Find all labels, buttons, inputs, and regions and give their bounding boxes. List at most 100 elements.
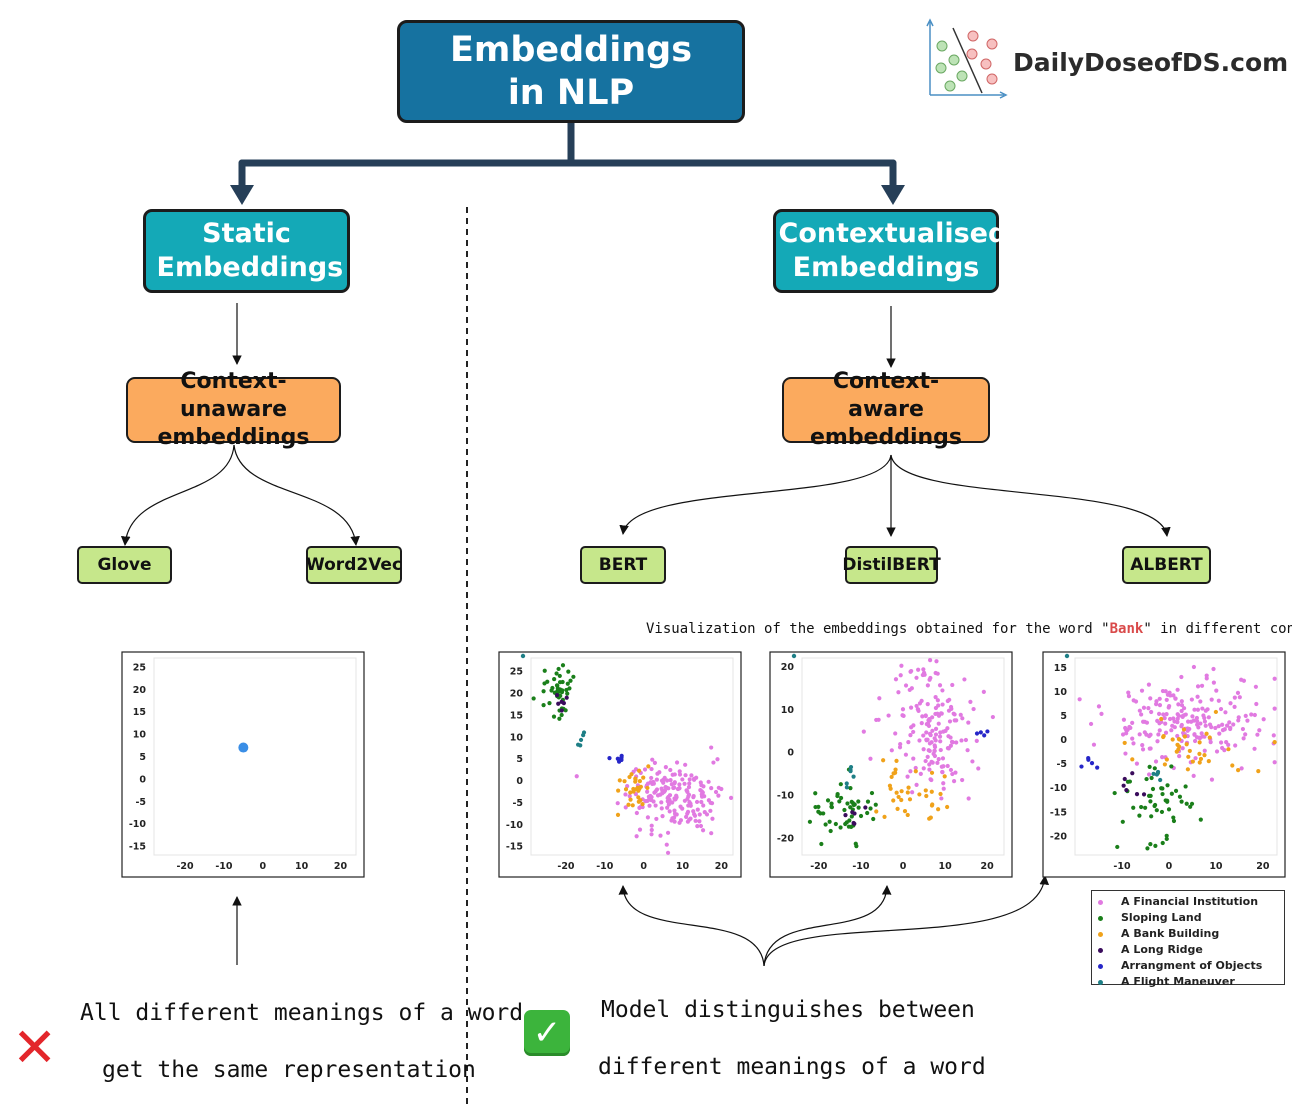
scatter-point <box>940 702 945 707</box>
scatter-point <box>1183 784 1188 789</box>
scatter-point <box>1122 776 1127 782</box>
scatter-point <box>1179 703 1185 708</box>
scatter-point <box>687 777 692 782</box>
scatter-point <box>898 742 903 747</box>
scatter-point <box>645 798 650 804</box>
scatter-point <box>1149 709 1154 715</box>
scatter-point <box>923 758 928 764</box>
scatter-point <box>623 792 628 797</box>
scatter-point <box>899 797 904 803</box>
scatter-point <box>660 814 665 819</box>
left-arrows <box>120 303 360 965</box>
scatter-point <box>982 733 987 738</box>
scatter-point <box>630 803 635 808</box>
x-tick-label: 20 <box>981 861 995 872</box>
scatter-point <box>950 771 955 777</box>
scatter-point <box>952 712 957 717</box>
y-tick-label: -5 <box>1056 759 1067 770</box>
scatter-point <box>948 767 954 773</box>
scatter-point <box>660 788 665 793</box>
legend-item: A Long Ridge <box>1098 942 1284 958</box>
scatter-point <box>665 795 670 801</box>
scatter-point <box>1182 734 1187 739</box>
scatter-point <box>1180 746 1185 751</box>
scatter-point <box>1232 704 1237 709</box>
scatter-point <box>1157 703 1163 708</box>
scatter-point <box>695 824 700 829</box>
scatter-point <box>1257 728 1262 733</box>
scatter-point <box>1096 704 1102 709</box>
scatter-point <box>1231 722 1236 727</box>
scatter-point <box>920 714 925 719</box>
scatter-point <box>649 775 654 781</box>
scatter-point <box>929 770 935 775</box>
scatter-point <box>574 774 579 779</box>
scatter-point <box>903 683 909 688</box>
scatter-point <box>889 774 894 780</box>
scatter-point <box>1184 742 1189 747</box>
scatter-point <box>933 732 939 737</box>
scatter-point <box>659 806 664 811</box>
x-tick-label: 10 <box>1209 861 1223 872</box>
scatter-point <box>1203 723 1208 728</box>
y-tick-label: 0 <box>516 776 523 787</box>
scatter-point <box>916 667 921 672</box>
scatter-point <box>1206 758 1211 764</box>
scatter-point <box>1120 732 1126 737</box>
scatter-point <box>897 745 903 750</box>
scatter-point <box>1161 712 1166 717</box>
scatter-point <box>908 705 914 710</box>
scatter-point <box>1164 757 1169 762</box>
scatter-point <box>932 748 937 754</box>
scatter-point <box>1146 706 1151 711</box>
scatter-point <box>909 668 914 674</box>
scatter-point <box>694 799 700 805</box>
brand-name: DailyDoseofDS.com <box>1013 48 1289 77</box>
scatter-point <box>1233 743 1238 748</box>
scatter-point <box>949 706 954 712</box>
scatter-point <box>1198 721 1203 726</box>
scatter-point <box>1148 799 1153 804</box>
scatter-point <box>709 786 714 791</box>
scatter-point <box>926 748 931 753</box>
scatter-point <box>565 691 570 696</box>
scatter-point <box>933 726 939 731</box>
scatter-point <box>1206 715 1211 720</box>
scatter-point <box>1160 840 1165 846</box>
scatter-point <box>927 677 932 682</box>
scatter-point <box>1159 786 1164 791</box>
scatter-point <box>876 717 881 722</box>
scatter-point <box>900 707 906 712</box>
scatter-point <box>910 790 915 795</box>
scatter-point <box>695 807 700 812</box>
scatter-point <box>1144 732 1149 737</box>
brand-logo-icon <box>926 18 1008 99</box>
y-tick-label: -15 <box>129 842 146 853</box>
scatter-point <box>1252 712 1257 718</box>
scatter-point <box>1169 764 1174 769</box>
x-tick-label: 10 <box>295 861 309 872</box>
scatter-point <box>1222 727 1227 732</box>
scatter-point <box>649 795 654 800</box>
scatter-point <box>1191 773 1196 779</box>
scatter-point <box>917 738 922 743</box>
scatter-point <box>554 683 560 688</box>
scatter-point <box>914 703 919 709</box>
scatter-point <box>925 754 930 759</box>
scatter-point <box>715 757 720 762</box>
scatter-point <box>541 689 546 694</box>
scatter-point <box>650 757 655 762</box>
scatter-point <box>700 790 705 795</box>
scatter-point <box>672 772 677 777</box>
scatter-point <box>843 813 848 818</box>
scatter-point <box>1211 666 1216 672</box>
model-bert: BERT <box>580 546 666 584</box>
scatter-point <box>1171 716 1176 721</box>
y-tick-label: 15 <box>510 710 523 721</box>
scatter-point <box>895 806 900 811</box>
caption-highlight-word: Bank <box>1109 621 1144 637</box>
scatter-point <box>1202 748 1207 753</box>
scatter-point <box>1272 760 1277 765</box>
caption-suffix: " in different contexts <box>1143 621 1292 637</box>
